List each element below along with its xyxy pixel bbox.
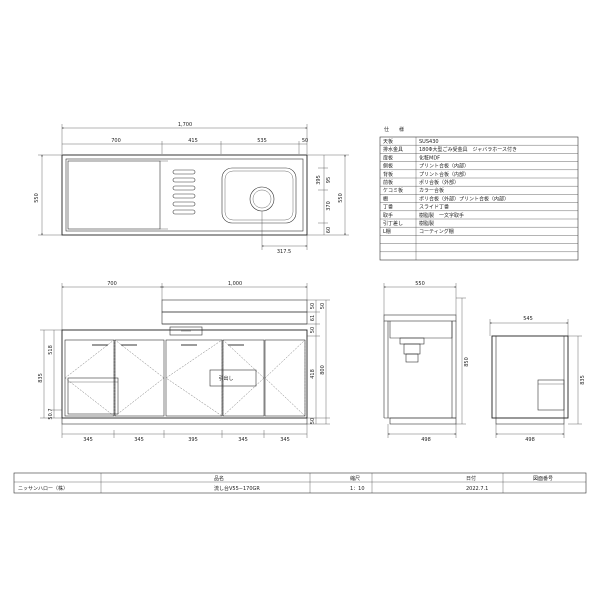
spec-item-5: 前板	[383, 179, 393, 186]
spec-value-0: SUS430	[419, 139, 439, 145]
spec-item-1: 排水金具	[383, 146, 403, 153]
drawing-number-header: 図面番号	[533, 475, 553, 482]
dim-side-top: 550	[415, 281, 425, 287]
spec-value-3: プリント合板（内部）	[419, 163, 469, 170]
spec-value-8: スライド丁番	[419, 204, 449, 211]
back-outline	[491, 335, 569, 419]
dim-front-bottom-4: 345	[238, 437, 248, 443]
spec-item-8: 丁番	[383, 204, 393, 211]
dim-bottom-offset: 317.5	[277, 249, 291, 255]
dim-front-right: 1,000	[228, 281, 242, 287]
drawer	[169, 326, 203, 336]
spec-value-6: カラー合板	[419, 187, 444, 194]
dim-seg-1: 700	[111, 138, 121, 144]
dim-right-total: 550	[338, 193, 344, 203]
dim-back-top: 545	[523, 316, 533, 322]
dim-right-1: 395	[316, 175, 322, 185]
spec-value-5: ポリ合板（外部）	[419, 179, 459, 186]
dim-front-left-1: 518	[48, 345, 54, 355]
spec-item-3: 側板	[383, 163, 393, 170]
spec-item-0: 天板	[383, 138, 393, 145]
front-view: 700 1,000	[38, 281, 330, 443]
pullout-label: 引出し	[218, 375, 233, 382]
drainboard	[67, 160, 161, 230]
spec-value-9: 樹脂製 一文字取手	[419, 212, 464, 219]
dim-front-left-3: 835	[38, 373, 44, 383]
pullout-box	[209, 369, 257, 387]
counter-outline	[61, 154, 308, 236]
plinth	[61, 417, 308, 425]
dim-right-2: 95	[326, 177, 332, 183]
sink-bowl	[221, 167, 297, 224]
dim-front-left: 700	[107, 281, 117, 287]
dim-right-4: 60	[326, 227, 332, 233]
dim-front-bottom-1: 345	[83, 437, 93, 443]
drain-grooves	[172, 169, 196, 215]
spec-value-4: プリント合板（内部）	[419, 171, 469, 178]
side-view: 550 850 498	[383, 281, 470, 443]
dim-front-bottom-2: 345	[134, 437, 144, 443]
dim-front-right-6: 800	[320, 365, 326, 375]
door-5	[264, 339, 306, 417]
door-2	[114, 339, 165, 417]
spec-title: 仕 様	[384, 126, 404, 133]
side-plinth	[389, 417, 457, 425]
scale-value: 1：10	[350, 486, 365, 492]
spec-item-7: 棚	[383, 195, 388, 202]
dim-front-right-7: 50	[310, 418, 316, 424]
side-trap	[405, 353, 419, 363]
back-view: 545 835 498	[489, 316, 586, 443]
spec-value-11: コーティング棚	[419, 228, 454, 235]
dim-back-height: 835	[580, 375, 586, 385]
dim-front-bottom-5: 345	[280, 437, 290, 443]
spec-value-1: 180Φ大型ごみ受金具 ジャバラホース付き	[419, 146, 517, 153]
date-value: 2022.7.1	[466, 486, 488, 492]
scale-header: 縮尺	[350, 475, 360, 482]
back-plinth	[495, 417, 565, 425]
dim-right-3: 370	[326, 201, 332, 211]
spec-item-2: 扉板	[383, 154, 393, 161]
spec-item-4: 背板	[383, 171, 393, 178]
dim-front-right-5: 418	[310, 369, 316, 379]
shelf	[67, 377, 119, 415]
dim-front-right-2: 50	[320, 303, 326, 309]
spec-value-7: ポリ合板（外部）プリント合板（内部）	[419, 195, 509, 202]
dim-seg-3: 535	[257, 138, 267, 144]
back-access-panel	[537, 379, 565, 411]
drain-outlet	[249, 186, 275, 212]
dim-side-height: 850	[464, 357, 470, 367]
side-sink-bowl	[389, 321, 453, 339]
spec-item-9: 取手	[383, 212, 393, 219]
dim-back-bottom: 498	[525, 437, 535, 443]
spec-value-2: 化粧MDF	[419, 154, 440, 161]
spec-value-10: 樹脂製	[419, 220, 434, 227]
date-header: 日付	[466, 475, 476, 482]
spec-item-10: 引丁差し	[383, 220, 403, 227]
spec-item-11: L棚	[383, 228, 391, 235]
door-3	[165, 339, 223, 417]
dim-side-bottom: 498	[421, 437, 431, 443]
backsplash	[161, 299, 308, 313]
dim-total: 1,700	[178, 122, 192, 128]
dim-seg-2: 415	[188, 138, 198, 144]
dim-front-bottom-3: 395	[188, 437, 198, 443]
dim-front-right-1: 50	[310, 303, 316, 309]
title-block: ニッサンハロー（株） 品名 流し台V55−170GR 縮尺 1：10 日付 20…	[13, 472, 587, 494]
top-view: 1,700 700 415 535 50	[34, 122, 349, 255]
side-counter	[383, 314, 457, 322]
dim-front-right-4: 50	[310, 327, 316, 333]
dim-front-right-3: 61	[310, 315, 316, 321]
cabinet-body	[61, 329, 308, 419]
spec-item-6: ケコミ板	[383, 187, 403, 194]
name-header: 品名	[214, 475, 224, 482]
company-name: ニッサンハロー（株）	[18, 485, 68, 492]
dim-front-left-2: 50.7	[48, 408, 54, 419]
dim-left-height: 550	[34, 193, 40, 203]
sink-apron	[161, 311, 308, 325]
product-name: 流し台V55−170GR	[214, 485, 260, 492]
dim-seg-4: 50	[302, 138, 308, 144]
